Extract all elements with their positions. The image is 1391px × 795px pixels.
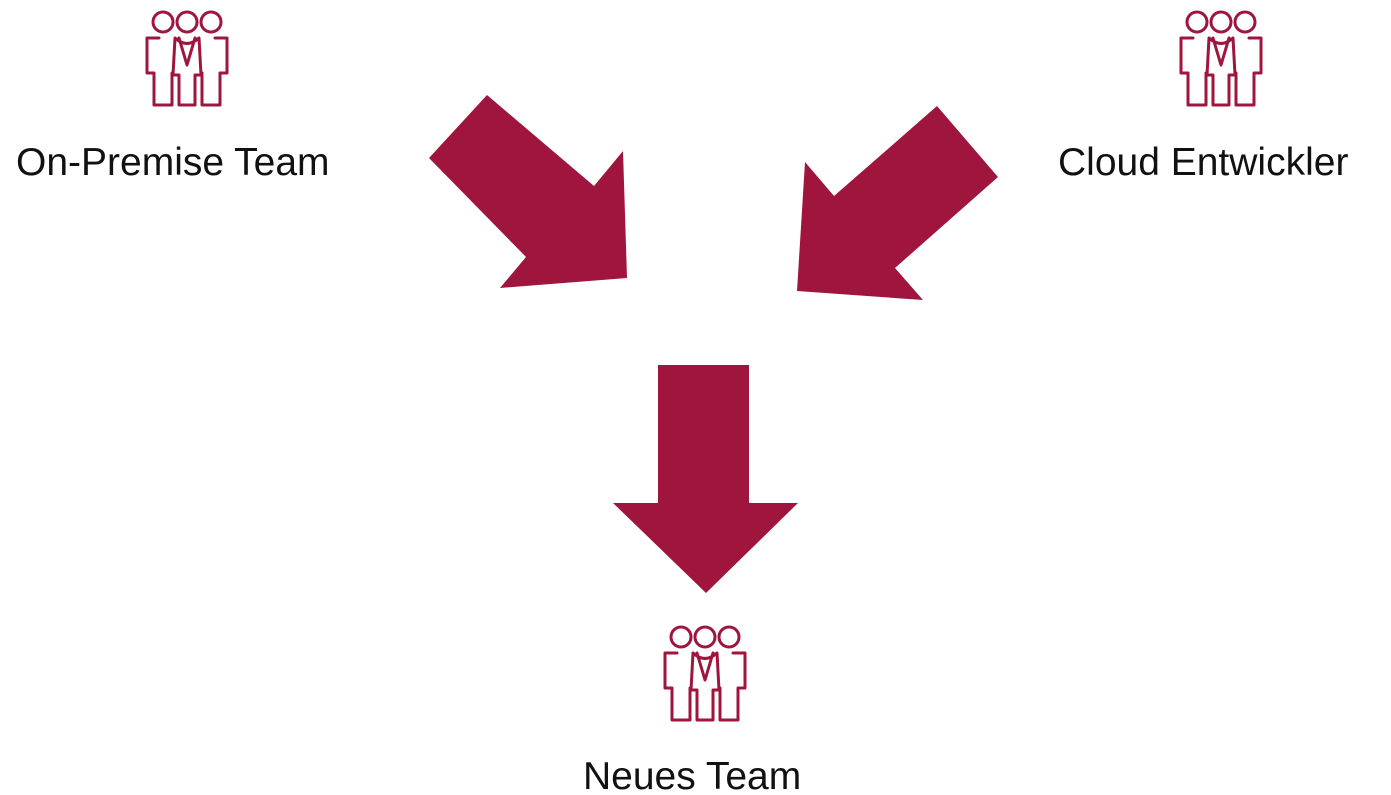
team-icon bbox=[1179, 10, 1263, 107]
arrow-right-diagonal bbox=[797, 106, 998, 300]
onprem-team-label: On-Premise Team bbox=[16, 141, 330, 184]
new-team-label: Neues Team bbox=[583, 755, 802, 795]
team-icon bbox=[663, 625, 747, 722]
arrow-left-diagonal bbox=[429, 95, 627, 288]
team-icon bbox=[145, 10, 229, 107]
cloud-developer-label: Cloud Entwickler bbox=[1058, 141, 1349, 184]
arrow-down bbox=[613, 365, 798, 593]
